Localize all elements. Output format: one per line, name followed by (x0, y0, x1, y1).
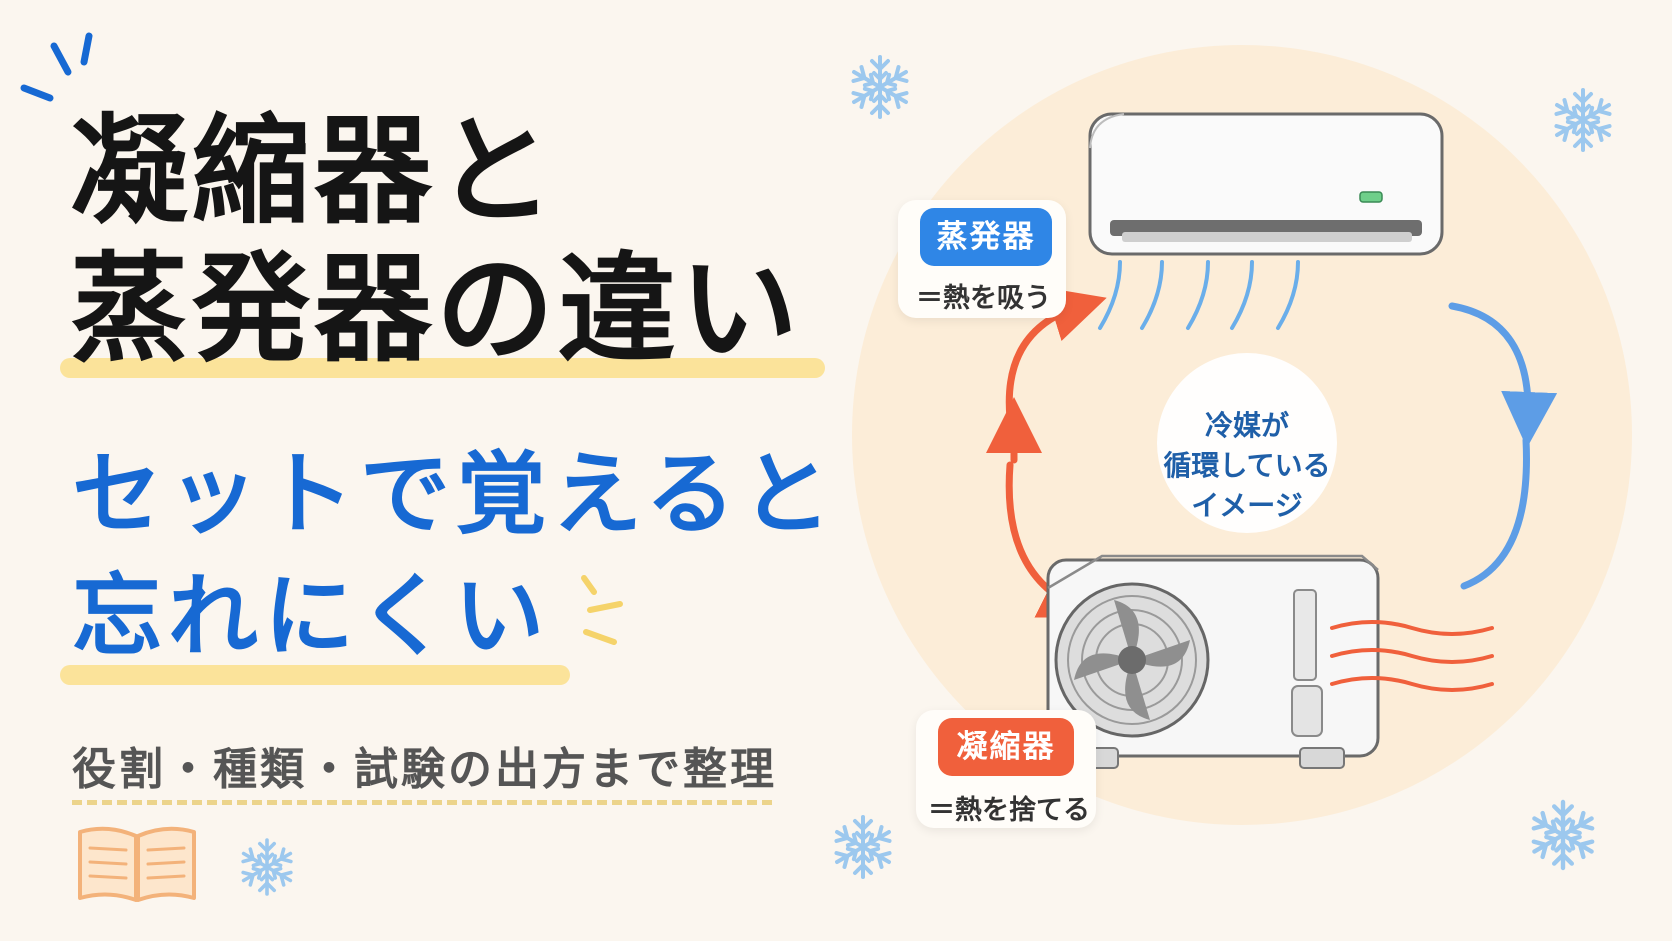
cycle-bubble-text: 冷媒が 循環している イメージ (1157, 412, 1337, 532)
bubble-line-2: 循環している (1163, 449, 1331, 482)
condenser-label: 凝縮器 (938, 718, 1074, 776)
refrigeration-cycle-diagram (986, 112, 1558, 769)
bubble-line-3: イメージ (1191, 489, 1303, 522)
air-conditioner-indoor-unit (1088, 112, 1444, 256)
book-icon (78, 826, 196, 902)
page-title-line-1: 凝縮器と (70, 102, 559, 240)
page-title-line-2: 蒸発器の違い (70, 240, 803, 378)
evaporator-label: 蒸発器 (920, 208, 1052, 266)
caption-divider (72, 800, 772, 805)
condenser-tag: 凝縮器 ＝熱を捨てる (916, 710, 1096, 828)
bubble-line-1: 冷媒が (1204, 409, 1289, 442)
heat-wave-icon (1330, 620, 1494, 692)
caption-text: 役割・種類・試験の出方まで整理 (72, 744, 777, 795)
snowflake-icon (232, 832, 302, 902)
condenser-description: ＝熱を捨てる (928, 795, 1090, 826)
cool-air-icon (1098, 260, 1300, 330)
accent-lines-icon (20, 32, 93, 102)
sparkle-accent-icon (581, 575, 623, 645)
evaporator-description: ＝熱を吸う (916, 283, 1051, 314)
evaporator-tag: 蒸発器 ＝熱を吸う (898, 200, 1066, 318)
subtitle-highlight (60, 665, 570, 685)
subtitle-line-1: セットで覚えると (72, 442, 838, 547)
outdoor-unit (1046, 554, 1380, 769)
cycle-bubble (1157, 353, 1337, 533)
title-highlight (60, 358, 825, 378)
refrigerant-flow-arrow (1448, 302, 1558, 590)
subtitle-line-2: 忘れにくい (72, 564, 551, 669)
